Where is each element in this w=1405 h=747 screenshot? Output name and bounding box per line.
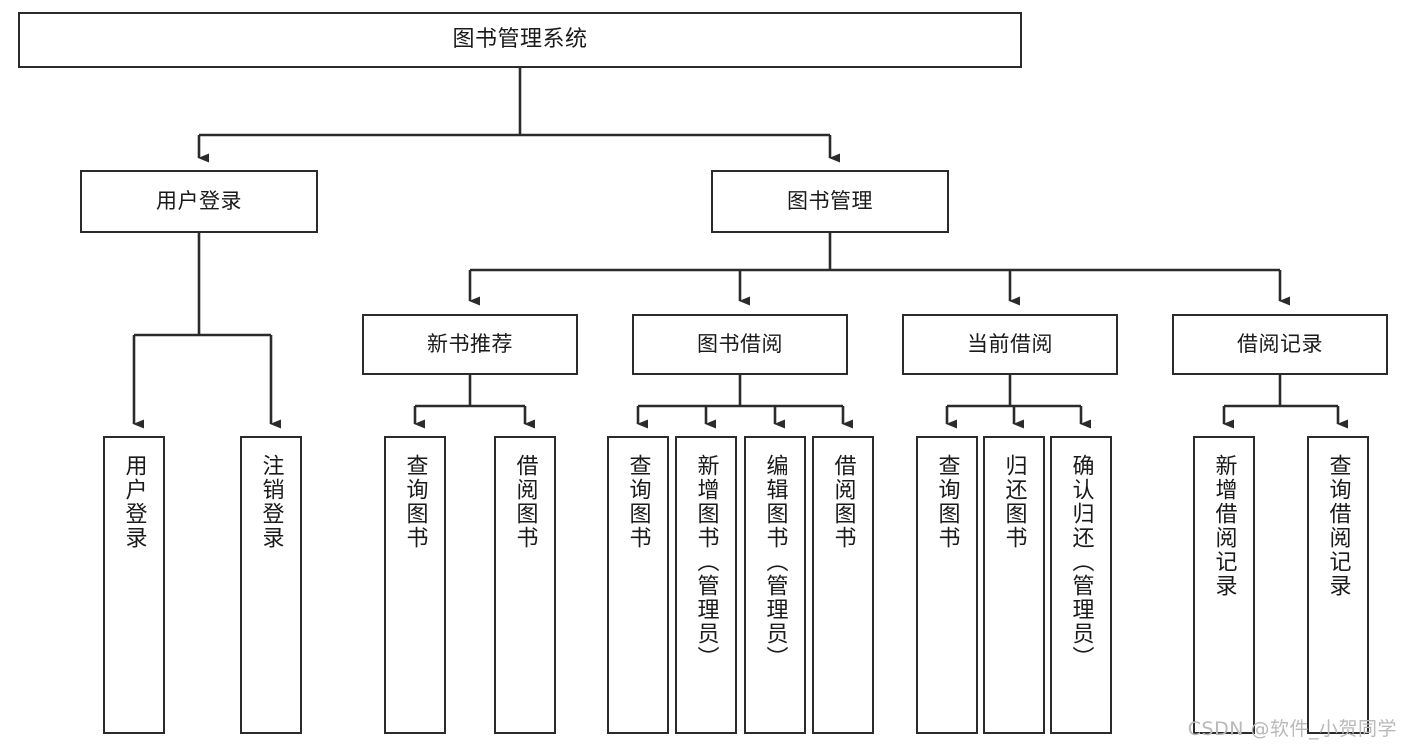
node-leaf-borrow-book-1[interactable]: 借阅图书 xyxy=(494,436,556,734)
node-leaf-logout-label: 注销登录 xyxy=(258,454,284,550)
node-leaf-edit-book-label: 编辑图书（管理员） xyxy=(762,454,788,670)
node-leaf-query-record-label: 查询借阅记录 xyxy=(1325,454,1351,598)
node-borrow-record[interactable]: 借阅记录 xyxy=(1172,314,1388,375)
node-leaf-query-record[interactable]: 查询借阅记录 xyxy=(1307,436,1369,734)
node-book-management[interactable]: 图书管理 xyxy=(711,170,949,233)
node-leaf-query-book-3-label: 查询图书 xyxy=(934,454,960,550)
node-new-book-recommend-label: 新书推荐 xyxy=(427,331,513,356)
node-current-borrow-label: 当前借阅 xyxy=(967,331,1053,356)
node-user-login-label: 用户登录 xyxy=(156,188,242,213)
node-leaf-query-book-1[interactable]: 查询图书 xyxy=(384,436,446,734)
node-book-management-label: 图书管理 xyxy=(787,188,873,213)
node-leaf-add-book[interactable]: 新增图书（管理员） xyxy=(675,436,737,734)
node-book-borrow-label: 图书借阅 xyxy=(697,331,783,356)
node-root[interactable]: 图书管理系统 xyxy=(18,12,1022,68)
node-leaf-query-book-2[interactable]: 查询图书 xyxy=(607,436,669,734)
node-leaf-logout[interactable]: 注销登录 xyxy=(240,436,302,734)
node-leaf-confirm-return[interactable]: 确认归还（管理员） xyxy=(1050,436,1112,734)
node-leaf-borrow-book-2-label: 借阅图书 xyxy=(830,454,856,550)
node-leaf-add-record[interactable]: 新增借阅记录 xyxy=(1193,436,1255,734)
node-book-borrow[interactable]: 图书借阅 xyxy=(632,314,848,375)
node-user-login[interactable]: 用户登录 xyxy=(80,170,318,233)
node-leaf-query-book-3[interactable]: 查询图书 xyxy=(916,436,978,734)
node-leaf-return-book-label: 归还图书 xyxy=(1001,454,1027,550)
node-borrow-record-label: 借阅记录 xyxy=(1237,331,1323,356)
node-new-book-recommend[interactable]: 新书推荐 xyxy=(362,314,578,375)
node-leaf-add-book-label: 新增图书（管理员） xyxy=(693,454,719,670)
node-leaf-query-book-2-label: 查询图书 xyxy=(625,454,651,550)
node-root-label: 图书管理系统 xyxy=(452,26,588,52)
node-leaf-edit-book[interactable]: 编辑图书（管理员） xyxy=(744,436,806,734)
node-leaf-user-login[interactable]: 用户登录 xyxy=(103,436,165,734)
node-leaf-add-record-label: 新增借阅记录 xyxy=(1211,454,1237,598)
node-leaf-borrow-book-2[interactable]: 借阅图书 xyxy=(812,436,874,734)
node-leaf-borrow-book-1-label: 借阅图书 xyxy=(512,454,538,550)
node-leaf-query-book-1-label: 查询图书 xyxy=(402,454,428,550)
csdn-watermark: CSDN @软件_小贺同学 xyxy=(1187,718,1397,740)
node-leaf-user-login-label: 用户登录 xyxy=(121,454,147,550)
node-current-borrow[interactable]: 当前借阅 xyxy=(902,314,1118,375)
node-leaf-confirm-return-label: 确认归还（管理员） xyxy=(1068,454,1094,670)
node-leaf-return-book[interactable]: 归还图书 xyxy=(983,436,1045,734)
